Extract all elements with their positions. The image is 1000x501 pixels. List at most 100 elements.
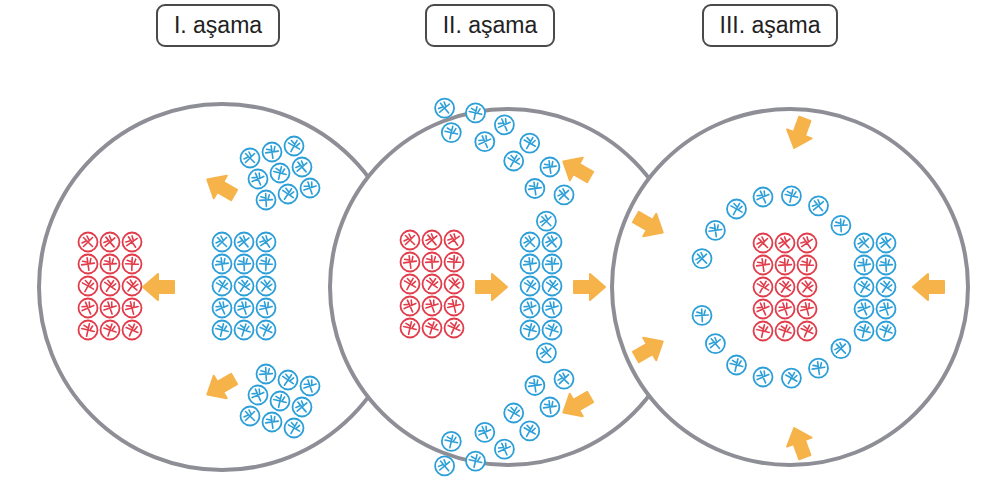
- cell-chromosomes: [731, 202, 744, 215]
- cell-chromosomes: [540, 347, 551, 358]
- cell-chromosomes: [265, 144, 280, 159]
- blue-cell-group: [693, 186, 851, 268]
- cell: [235, 233, 254, 252]
- cell-chromosomes: [545, 256, 560, 271]
- cell-membrane: [706, 221, 725, 240]
- cell-chromosomes: [273, 165, 287, 179]
- cell-membrane: [776, 256, 795, 275]
- movement-arrow: [557, 150, 597, 188]
- cell-membrane: [855, 278, 874, 297]
- cell-membrane: [798, 322, 817, 341]
- cell: [543, 255, 562, 274]
- cell: [855, 300, 874, 319]
- cell-membrane: [445, 253, 464, 272]
- cell: [525, 179, 544, 198]
- cell-chromosomes: [779, 236, 790, 247]
- cell: [445, 231, 464, 250]
- cell-chromosomes: [546, 279, 558, 291]
- cell-membrane: [809, 359, 828, 378]
- cell-membrane: [727, 356, 746, 375]
- cell-chromosomes: [546, 235, 557, 246]
- cell-chromosomes: [879, 323, 893, 337]
- cell: [855, 234, 874, 253]
- cell-chromosomes: [265, 414, 280, 429]
- cell: [257, 321, 276, 340]
- cell-chromosomes: [802, 280, 814, 292]
- cell: [79, 299, 98, 318]
- cell: [776, 300, 795, 319]
- cell: [435, 99, 454, 118]
- cell-chromosomes: [104, 235, 115, 246]
- cell-membrane: [521, 277, 540, 296]
- cell: [798, 278, 817, 297]
- cell-membrane: [831, 339, 850, 358]
- cell-membrane: [257, 233, 276, 252]
- cell-chromosomes: [709, 337, 720, 348]
- cell-chromosomes: [778, 257, 793, 272]
- cell-chromosomes: [833, 217, 848, 232]
- cell: [776, 278, 795, 297]
- cell: [520, 134, 539, 153]
- cell-membrane: [754, 278, 773, 297]
- cell-membrane: [279, 371, 298, 390]
- cell: [442, 432, 461, 451]
- cell-membrane: [754, 256, 773, 275]
- cell-chromosomes: [447, 254, 462, 269]
- cell-chromosomes: [288, 139, 301, 152]
- cell-membrane: [401, 275, 420, 294]
- cell-membrane: [475, 132, 494, 151]
- cell-membrane: [263, 143, 282, 162]
- cell-membrane: [537, 212, 556, 231]
- cell: [263, 143, 282, 162]
- cell-membrane: [809, 196, 828, 215]
- cell-chromosomes: [296, 160, 307, 171]
- cell: [727, 356, 746, 375]
- cell-membrane: [101, 321, 120, 340]
- cell-chromosomes: [282, 187, 294, 199]
- cell-chromosomes: [426, 233, 437, 244]
- cell-membrane: [521, 321, 540, 340]
- cell-membrane: [555, 185, 574, 204]
- cell: [101, 233, 120, 252]
- cell-membrane: [445, 231, 464, 250]
- cell: [271, 392, 290, 411]
- cell: [213, 277, 232, 296]
- cell: [445, 253, 464, 272]
- cell: [537, 343, 556, 362]
- cell-membrane: [123, 277, 142, 296]
- cell-chromosomes: [425, 254, 440, 269]
- cell: [445, 275, 464, 294]
- cell: [776, 256, 795, 275]
- cell-membrane: [257, 277, 276, 296]
- cell-chromosomes: [784, 188, 798, 202]
- cell-chromosomes: [524, 423, 537, 436]
- cell-chromosomes: [730, 357, 744, 371]
- cell-membrane: [123, 255, 142, 274]
- cell-membrane: [855, 322, 874, 341]
- cell-chromosomes: [259, 256, 274, 271]
- cell: [537, 212, 556, 231]
- cell-chromosomes: [244, 410, 255, 421]
- cell-chromosomes: [542, 399, 557, 414]
- cell: [727, 200, 746, 219]
- cell-membrane: [401, 319, 420, 338]
- blue-cell-group: [435, 370, 573, 476]
- cell-chromosomes: [858, 237, 869, 248]
- cell-membrane: [877, 234, 896, 253]
- cell-membrane: [257, 255, 276, 274]
- cell-chromosomes: [103, 256, 118, 271]
- stage-label-box: II. aşama: [425, 4, 556, 47]
- cell-membrane: [257, 321, 276, 340]
- cell-chromosomes: [103, 322, 117, 336]
- cell-chromosomes: [545, 322, 559, 336]
- cell-chromosomes: [81, 256, 96, 271]
- cell: [249, 170, 268, 189]
- cell: [101, 321, 120, 340]
- cell-membrane: [249, 386, 268, 405]
- cell: [101, 255, 120, 274]
- cell-chromosomes: [524, 279, 537, 292]
- cell-chromosomes: [811, 360, 826, 375]
- cell-chromosomes: [259, 366, 274, 381]
- cell-membrane: [249, 170, 268, 189]
